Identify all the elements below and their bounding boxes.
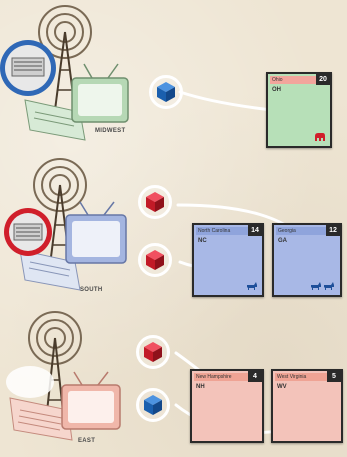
state-abbr: WV bbox=[277, 384, 287, 390]
red-cube-icon[interactable] bbox=[143, 190, 167, 214]
region-label: MIDWEST bbox=[95, 128, 125, 134]
state-name: New Hampshire bbox=[194, 373, 248, 381]
region-south: SOUTH North Carolina 14 NC Georgia 12 GA bbox=[0, 150, 347, 300]
blue-cube-icon[interactable] bbox=[141, 393, 165, 417]
republican-elephant-icon bbox=[314, 132, 326, 142]
region-east: EAST New Hampshire 4 NH West Virginia 5 … bbox=[0, 300, 347, 457]
region-label: EAST bbox=[78, 438, 95, 444]
state-name: West Virginia bbox=[275, 373, 327, 381]
state-name: Ohio bbox=[270, 76, 316, 84]
electoral-votes: 20 bbox=[316, 74, 330, 85]
state-abbr: NH bbox=[196, 384, 205, 390]
state-abbr: OH bbox=[272, 87, 281, 93]
blue-cube-icon[interactable] bbox=[154, 80, 178, 104]
broadcast-tower-icon bbox=[0, 300, 140, 457]
electoral-votes: 4 bbox=[248, 371, 262, 382]
state-abbr: NC bbox=[198, 238, 207, 244]
red-cube-icon[interactable] bbox=[141, 340, 165, 364]
democrat-donkey-icons-pair bbox=[310, 281, 336, 291]
state-name: North Carolina bbox=[196, 227, 248, 235]
state-card-ohio[interactable]: Ohio 20 OH bbox=[266, 72, 332, 148]
electoral-votes: 5 bbox=[327, 371, 341, 382]
broadcast-tower-icon bbox=[0, 150, 140, 300]
state-name: Georgia bbox=[276, 227, 326, 235]
region-label: SOUTH bbox=[80, 287, 103, 293]
state-card-new-hampshire[interactable]: New Hampshire 4 NH bbox=[190, 369, 264, 443]
red-cube-icon[interactable] bbox=[143, 248, 167, 272]
electoral-votes: 12 bbox=[326, 225, 340, 236]
state-card-north-carolina[interactable]: North Carolina 14 NC bbox=[192, 223, 264, 297]
democrat-donkey-icon bbox=[246, 281, 258, 291]
state-abbr: GA bbox=[278, 238, 287, 244]
electoral-votes: 14 bbox=[248, 225, 262, 236]
state-card-georgia[interactable]: Georgia 12 GA bbox=[272, 223, 342, 297]
region-midwest: MIDWEST Ohio 20 OH bbox=[0, 0, 347, 150]
state-card-west-virginia[interactable]: West Virginia 5 WV bbox=[271, 369, 343, 443]
